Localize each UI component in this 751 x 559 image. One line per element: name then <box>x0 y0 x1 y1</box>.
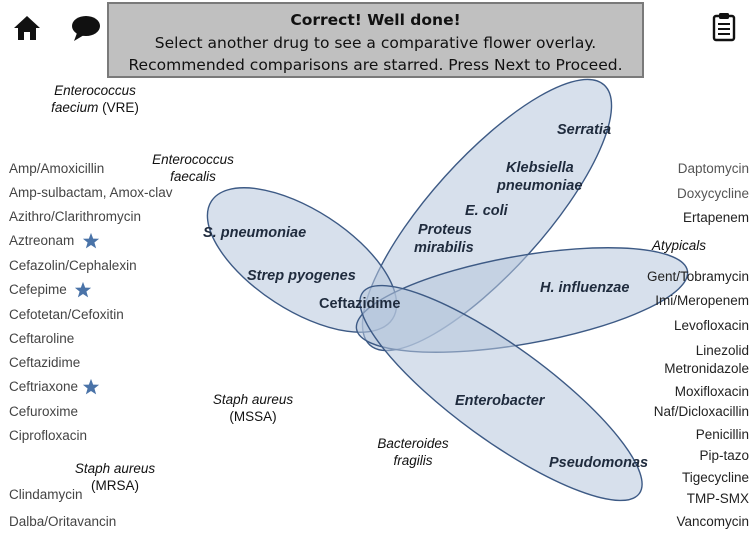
petal-label-klebsiella-2: pneumoniae <box>496 178 582 194</box>
organism-vre-species: faecium <box>51 100 99 115</box>
petal-label-hinfluenzae: H. influenzae <box>540 280 629 296</box>
organism-mssa: Staph aureus (MSSA) <box>198 391 308 425</box>
banner-title: Correct! Well done! <box>290 11 461 29</box>
drug-item-pip-tazo[interactable]: Pip-tazo <box>699 448 749 463</box>
drug-item-ciprofloxacin[interactable]: Ciprofloxacin <box>9 428 88 443</box>
drug-item-cefuroxime[interactable]: Cefuroxime <box>9 404 79 419</box>
drug-item-aztreonam[interactable]: Aztreonam <box>9 233 75 248</box>
drug-item-ceftriaxone[interactable]: Ceftriaxone <box>9 379 79 394</box>
drug-item-ceftaroline[interactable]: Ceftaroline <box>9 331 75 346</box>
organism-mssa-line2: (MSSA) <box>229 409 277 424</box>
petal-lower <box>359 284 643 502</box>
organism-mrsa: Staph aureus (MRSA) <box>60 460 170 494</box>
organism-bacteroides-line1: Bacteroides <box>377 436 449 451</box>
flower-center-label: Ceftazidime <box>319 296 400 312</box>
speech-bubble-icon <box>72 16 100 41</box>
petal-label-strep-pyogenes: Strep pyogenes <box>247 268 356 284</box>
drug-item-tigecycline[interactable]: Tigecycline <box>681 470 749 485</box>
petal-label-pseudomonas: Pseudomonas <box>549 455 648 471</box>
petal-label-proteus-2: mirabilis <box>414 240 474 256</box>
star-icon <box>82 378 100 395</box>
organism-bacteroides-line2: fragilis <box>393 453 433 468</box>
petal-label-ecoli: E. coli <box>465 203 509 219</box>
organism-faecalis-line2: faecalis <box>170 169 216 184</box>
organism-mrsa-line2: (MRSA) <box>91 478 139 493</box>
organism-vre: Enterococcus faecium (VRE) <box>40 82 150 116</box>
petal-label-enterobacter: Enterobacter <box>455 393 546 409</box>
chat-button[interactable] <box>70 14 102 42</box>
home-button[interactable] <box>12 14 42 42</box>
drug-item-ceftazidime[interactable]: Ceftazidime <box>9 355 81 370</box>
feedback-banner: Correct! Well done! Select another drug … <box>107 2 644 78</box>
drug-item-dalba-oritavancin[interactable]: Dalba/Oritavancin <box>9 514 117 529</box>
star-icon <box>82 232 100 249</box>
organism-mrsa-line1: Staph aureus <box>74 461 156 476</box>
drug-item-moxifloxacin[interactable]: Moxifloxacin <box>674 384 749 399</box>
drug-item-penicillin[interactable]: Penicillin <box>695 427 749 442</box>
star-icon <box>74 281 92 298</box>
banner-instruction: Select another drug to see a comparative… <box>154 33 597 52</box>
drug-item-doxycycline[interactable]: Doxycycline <box>676 186 749 201</box>
drug-item-ertapenem[interactable]: Ertapenem <box>682 210 749 225</box>
drug-item-naf-dicloxacillin[interactable]: Naf/Dicloxacillin <box>653 404 749 419</box>
organism-atypicals: Atypicals <box>652 238 707 253</box>
organism-faecalis: Enterococcus faecalis <box>138 151 248 185</box>
drug-item-clindamycin[interactable]: Clindamycin <box>9 487 83 502</box>
organism-bacteroides: Bacteroides fragilis <box>358 435 468 469</box>
drug-item-linezolid[interactable]: Linezolid <box>695 343 749 358</box>
drug-item-levofloxacin[interactable]: Levofloxacin <box>673 318 749 333</box>
drug-item-gent-tobramycin[interactable]: Gent/Tobramycin <box>646 269 749 284</box>
drug-item-imi-meropenem[interactable]: Imi/Meropenem <box>655 293 749 308</box>
petal-label-spneumoniae: S. pneumoniae <box>203 225 306 241</box>
organism-faecalis-line1: Enterococcus <box>152 152 234 167</box>
organism-mssa-line1: Staph aureus <box>212 392 294 407</box>
home-icon <box>14 16 40 40</box>
organism-vre-suffix: (VRE) <box>102 100 139 115</box>
drug-item-metronidazole[interactable]: Metronidazole <box>664 361 749 376</box>
drug-item-daptomycin[interactable]: Daptomycin <box>677 161 749 176</box>
petal-label-proteus: Proteus <box>418 222 472 238</box>
organism-vre-line2: faecium (VRE) <box>40 99 150 116</box>
drug-item-cefotetan-cefoxitin[interactable]: Cefotetan/Cefoxitin <box>9 307 124 322</box>
drug-item-vancomycin[interactable]: Vancomycin <box>676 514 749 529</box>
drug-item-azithro-clarithromycin[interactable]: Azithro/Clarithromycin <box>9 209 142 224</box>
drug-item-cefepime[interactable]: Cefepime <box>9 282 67 297</box>
clipboard-icon <box>712 13 736 42</box>
drug-item-tmp-smx[interactable]: TMP-SMX <box>686 491 749 506</box>
petal-label-klebsiella: Klebsiella <box>506 160 574 176</box>
drug-item-amp-sulbactam-amox-clav[interactable]: Amp-sulbactam, Amox-clav <box>9 185 173 200</box>
petal-label-serratia: Serratia <box>557 122 611 138</box>
organism-vre-line1: Enterococcus <box>54 83 136 98</box>
drug-item-cefazolin-cephalexin[interactable]: Cefazolin/Cephalexin <box>9 258 137 273</box>
banner-hint: Recommended comparisons are starred. Pre… <box>128 56 623 74</box>
drug-item-amp-amoxicillin[interactable]: Amp/Amoxicillin <box>9 161 105 176</box>
notes-button[interactable] <box>711 12 737 42</box>
